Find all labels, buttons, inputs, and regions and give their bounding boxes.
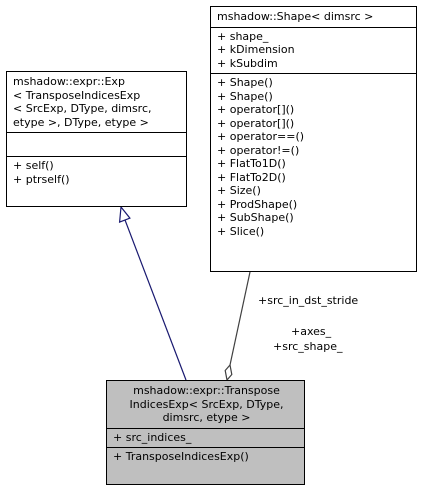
class-methods-transpose-indices-exp: + TransposeIndicesExp() (107, 447, 304, 467)
attribute-item: + shape_ (217, 29, 269, 43)
class-name-line: dimsrc, etype > (162, 411, 251, 424)
attribute-item: + kDimension (217, 43, 295, 56)
class-title-exp: mshadow::expr::Exp< TransposeIndicesExp<… (7, 72, 186, 132)
class-name-line: IndicesExp< SrcExp, DType, (129, 397, 284, 411)
method-item: + operator[]() (217, 116, 295, 130)
edge-label-src-in-dst-stride: +src_in_dst_stride (258, 294, 359, 307)
method-item: + SubShape() (217, 211, 294, 224)
inheritance-line (124, 219, 187, 381)
attribute-item: + kSubdim (217, 56, 278, 70)
class-attributes-transpose-indices-exp: + src_indices_ (107, 427, 304, 448)
aggregation-line (229, 271, 251, 366)
method-item: + ptrself() (13, 172, 70, 186)
method-item: + FlatTo2D() (217, 170, 286, 184)
class-title-shape: mshadow::Shape< dimsrc > (211, 7, 416, 27)
edge-label-src-shape: +src_shape_ (273, 340, 343, 353)
method-item: + Size() (217, 184, 261, 197)
class-attributes-exp (7, 132, 186, 156)
class-box-shape[interactable]: mshadow::Shape< dimsrc > + shape_+ kDime… (210, 6, 417, 272)
method-item: + Shape() (217, 76, 273, 89)
class-methods-exp: + self()+ ptrself() (7, 156, 186, 189)
method-item: + operator==() (217, 130, 305, 143)
class-name-line: mshadow::expr::Exp (13, 75, 125, 88)
method-item: + operator[]() (217, 103, 295, 116)
method-item: + FlatTo1D() (217, 157, 286, 170)
class-name-line: mshadow::Shape< dimsrc > (217, 10, 374, 23)
method-item: + operator!=() (217, 143, 300, 157)
method-item: + Slice() (217, 224, 265, 238)
class-attributes-shape: + shape_+ kDimension+ kSubdim (211, 26, 416, 74)
class-box-exp[interactable]: mshadow::expr::Exp< TransposeIndicesExp<… (6, 71, 187, 207)
class-name-line: < SrcExp, DType, dimsrc, (13, 102, 152, 115)
inheritance-arrowhead (118, 205, 131, 224)
class-name-line: mshadow::expr::Transpose (133, 384, 280, 397)
class-name-line: etype >, DType, etype > (13, 115, 149, 129)
method-item: + self() (13, 159, 54, 172)
aggregation-diamond (224, 363, 233, 382)
edge-label-axes: +axes_ (291, 325, 332, 338)
method-item: + TransposeIndicesExp() (113, 450, 249, 463)
method-item: + Shape() (217, 89, 273, 103)
class-name-line: < TransposeIndicesExp (13, 88, 141, 102)
attribute-item: + src_indices_ (113, 430, 192, 444)
class-methods-shape: + Shape()+ Shape()+ operator[]()+ operat… (211, 73, 416, 241)
method-item: + ProdShape() (217, 197, 298, 211)
